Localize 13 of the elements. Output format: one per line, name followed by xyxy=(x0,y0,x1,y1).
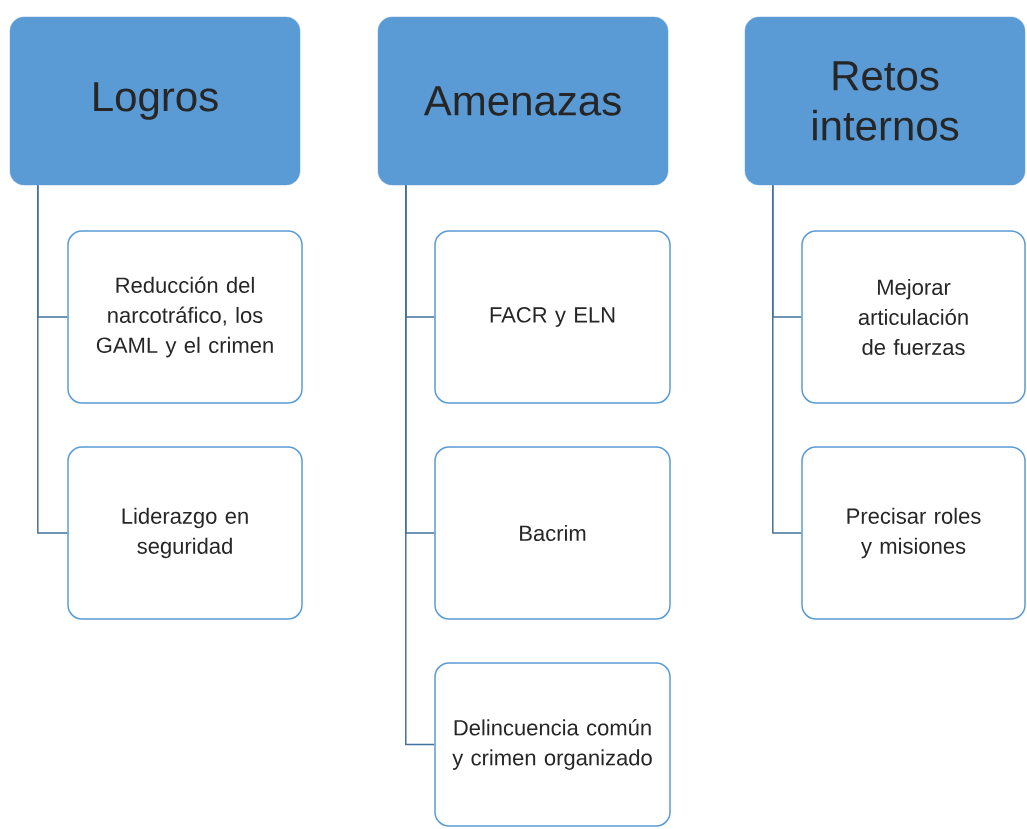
connector-line xyxy=(405,184,435,746)
category-box: Logros xyxy=(9,16,301,186)
connector-line xyxy=(37,184,68,534)
item-box: Delincuencia común y crimen organizado xyxy=(434,662,671,827)
category-box: Retos internos xyxy=(744,16,1026,186)
item-box: Liderazgo en seguridad xyxy=(67,446,303,620)
item-box: FACR y ELN xyxy=(434,230,671,404)
item-box: Reducción del narcotráfico, los GAML y el crimen xyxy=(67,230,303,404)
item-box: Mejorar articulación de fuerzas xyxy=(801,230,1026,404)
item-box: Bacrim xyxy=(434,446,671,620)
category-box: Amenazas xyxy=(377,16,669,186)
connector-line xyxy=(772,184,802,534)
item-box: Precisar roles y misiones xyxy=(801,446,1026,620)
